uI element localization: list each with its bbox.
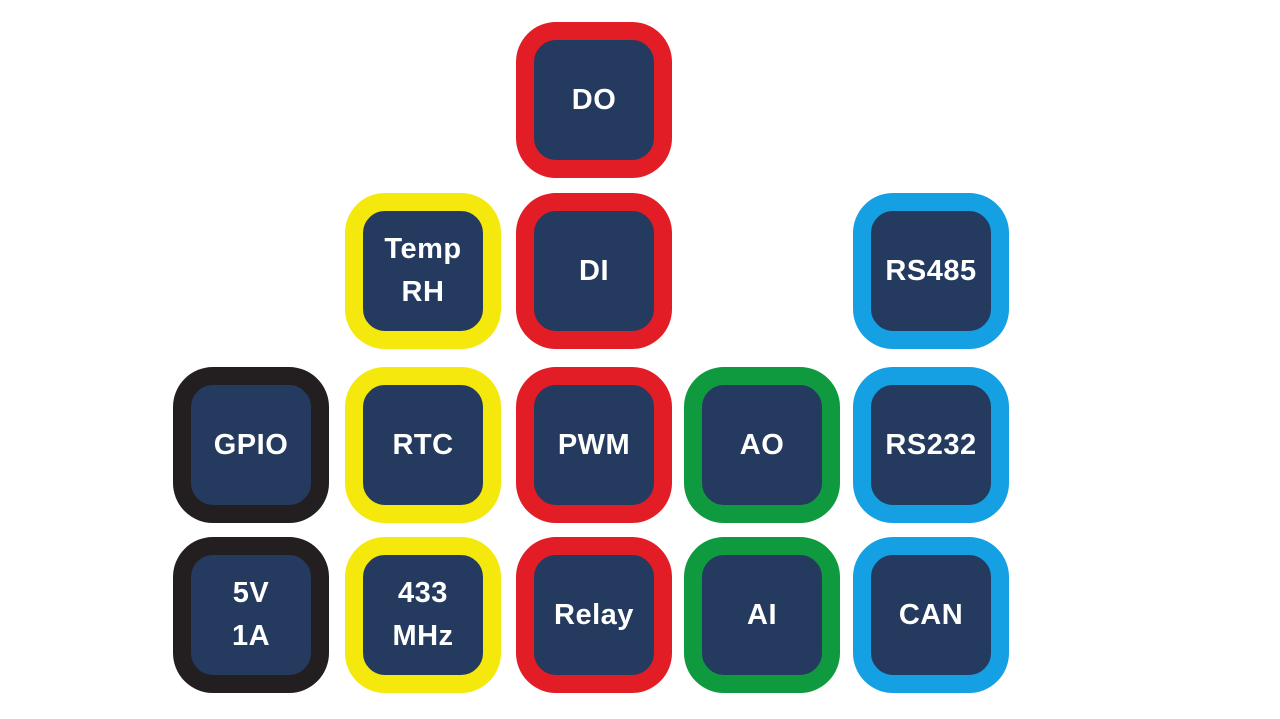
tile-temp-rh: Temp RH	[345, 193, 501, 349]
tile-ai-label: AI	[747, 598, 777, 631]
tile-di-label: DI	[579, 254, 609, 287]
tile-relay: Relay	[516, 537, 672, 693]
tile-can: CAN	[853, 537, 1009, 693]
tile-ai: AI	[684, 537, 840, 693]
tile-do-label: DO	[571, 83, 617, 116]
tile-433mhz: 433 MHz	[345, 537, 501, 693]
tile-rs485: RS485	[853, 193, 1009, 349]
tile-can-label: CAN	[898, 598, 964, 631]
tile-433mhz-label: 433 MHz	[392, 577, 454, 652]
tile-di: DI	[516, 193, 672, 349]
tile-temp-rh-label: Temp RH	[384, 233, 462, 308]
tile-gpio-label: GPIO	[213, 428, 289, 461]
tile-ao-label: AO	[739, 428, 785, 461]
tile-relay-label: Relay	[554, 598, 634, 631]
tile-power-5v-1a: 5V 1A	[173, 537, 329, 693]
tile-pwm: PWM	[516, 367, 672, 523]
tile-rs232: RS232	[853, 367, 1009, 523]
tile-do: DO	[516, 22, 672, 178]
tile-pwm-label: PWM	[557, 428, 631, 461]
tile-rtc-label: RTC	[392, 428, 454, 461]
tile-rs485-label: RS485	[885, 254, 977, 287]
tile-rtc: RTC	[345, 367, 501, 523]
tile-gpio: GPIO	[173, 367, 329, 523]
tile-ao: AO	[684, 367, 840, 523]
tile-rs232-label: RS232	[885, 428, 977, 461]
tile-power-label: 5V 1A	[231, 577, 271, 652]
